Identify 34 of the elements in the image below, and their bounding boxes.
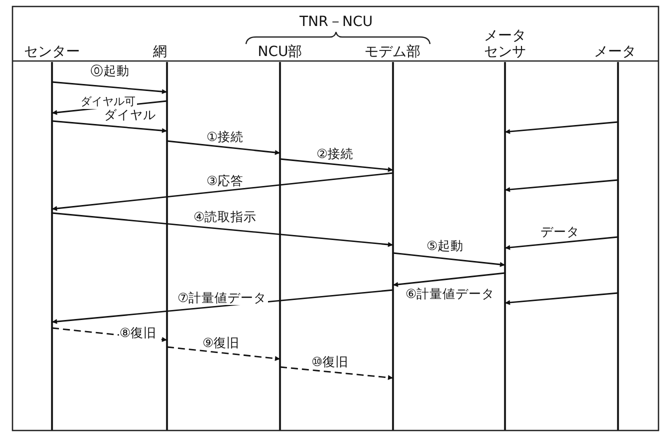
lifeline-heading: モデム部 (364, 44, 422, 60)
arrow (504, 121, 618, 134)
edge-label: ⑩復旧 (310, 355, 350, 369)
arrow (392, 272, 506, 287)
arrow (52, 120, 168, 134)
arrow (280, 366, 394, 380)
lifeline-heading: センター (23, 44, 81, 60)
arrow (504, 179, 618, 192)
arrow (166, 346, 280, 361)
edge-label: ②接続 (316, 147, 355, 161)
arrow (52, 172, 394, 211)
lifeline-heading: メータ (593, 44, 637, 60)
arrow (52, 212, 394, 248)
edge-label: ダイヤル (103, 108, 157, 122)
edge-label: ⑨復旧 (202, 336, 241, 350)
edge-label: ⑧復旧 (118, 326, 158, 340)
edge-label: ダイヤル可 (80, 95, 136, 109)
arrow (280, 158, 394, 172)
edge-label: ⑦計量値データ (176, 291, 268, 305)
arrow (392, 252, 506, 267)
edge-label: ⓪起動 (90, 64, 130, 78)
lifeline-heading: メータセンサ (483, 28, 527, 60)
arrow (52, 289, 394, 324)
group-heading: TNR－NCU (300, 14, 373, 30)
edge-label: ⑤起動 (426, 239, 465, 253)
arrow (166, 140, 280, 155)
arrow (504, 292, 618, 306)
lifeline-heading: NCU部 (256, 44, 304, 60)
edge-label: ③応答 (206, 174, 245, 188)
arrow (52, 81, 168, 94)
edge-label: ①接続 (206, 130, 245, 144)
lifeline-heading: 網 (152, 44, 168, 60)
arrow (504, 236, 618, 250)
edge-label: ④読取指示 (192, 210, 258, 224)
